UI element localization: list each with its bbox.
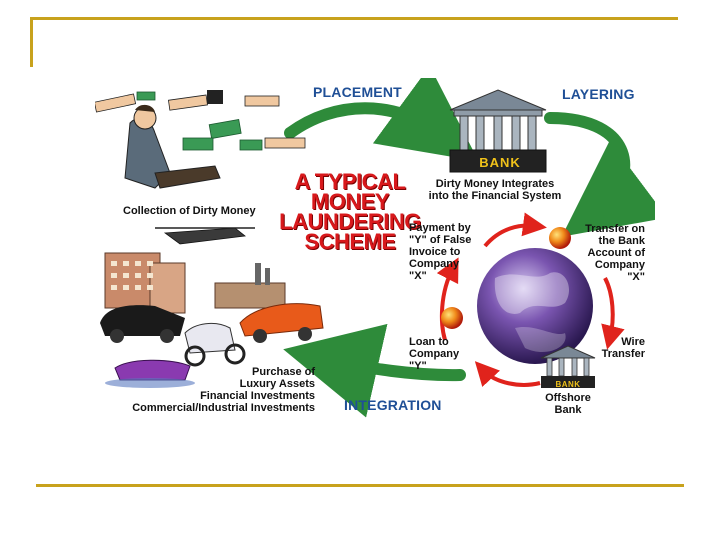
money-laundering-diagram: PLACEMENT LAYERING INTEGRATION BANK BANK… (95, 78, 655, 418)
diagram-title: A TYPICAL MONEY LAUNDERING SCHEME (275, 169, 425, 254)
label-wire: Wire Transfer (595, 336, 645, 360)
diagram-artwork (95, 78, 655, 418)
label-payment-line: Company (409, 258, 460, 270)
title-line: MONEY (310, 189, 390, 214)
label-purchase-line: Commercial/Industrial Investments (132, 402, 315, 414)
label-integrates: Dirty Money Integrates into the Financia… (420, 178, 570, 202)
label-offshore-line: Bank (554, 404, 582, 416)
transfer-marker (549, 227, 571, 249)
label-loan-line: Loan to (409, 336, 449, 348)
label-transfer-line: Company (594, 259, 645, 271)
label-payment-line: Invoice to (409, 246, 461, 258)
bank-sign: BANK (479, 155, 521, 170)
slide-bottom-rule (36, 484, 684, 487)
label-integrates-line: Dirty Money Integrates (435, 178, 555, 190)
offshore-bank-sign: BANK (555, 380, 581, 389)
label-loan-line: "Y" (409, 360, 427, 372)
label-loan-line: Company (409, 348, 460, 360)
slide-top-rule (30, 17, 678, 20)
label-wire-line: Wire (621, 336, 645, 348)
label-payment-line: "Y" of False (409, 234, 472, 246)
label-payment-line: "X" (409, 270, 427, 282)
integration-arrow (283, 323, 466, 418)
label-collection: Collection of Dirty Money (123, 205, 256, 217)
label-purchase-line: Financial Investments (200, 390, 315, 402)
bank-building (449, 89, 547, 173)
label-transfer: Transfer on the Bank Account of Company … (565, 223, 645, 283)
title-line: A TYPICAL (294, 169, 406, 194)
label-integrates-line: into the Financial System (428, 190, 562, 202)
label-payment-line: Payment by (409, 222, 471, 234)
offshore-bank-building (540, 345, 596, 388)
stage-integration: INTEGRATION (344, 397, 442, 413)
loan-marker (441, 307, 463, 329)
luxury-assets-illustration (100, 227, 324, 388)
title-line: SCHEME (304, 229, 396, 254)
label-loan: Loan to Company "Y" (409, 336, 459, 372)
placement-arrow (284, 78, 479, 162)
label-offshore-line: Offshore (545, 392, 591, 404)
globe (477, 248, 593, 364)
label-transfer-line: Transfer on (585, 223, 645, 235)
cycle-arrows (436, 212, 625, 387)
label-transfer-line: the Bank (598, 235, 645, 247)
label-transfer-line: "X" (627, 271, 645, 283)
label-purchase-line: Luxury Assets (239, 378, 315, 390)
label-wire-line: Transfer (601, 348, 645, 360)
collection-illustration (95, 90, 306, 189)
layering-arrow (544, 112, 655, 237)
stage-placement: PLACEMENT (313, 84, 402, 100)
label-purchase: Purchase of Luxury Assets Financial Inve… (115, 366, 315, 414)
label-transfer-line: Account of (587, 247, 645, 259)
stage-layering: LAYERING (562, 86, 635, 102)
label-offshore: Offshore Bank (538, 392, 598, 416)
slide-left-rule (30, 17, 33, 67)
title-line: LAUNDERING (279, 209, 421, 234)
label-payment: Payment by "Y" of False Invoice to Compa… (409, 222, 471, 282)
label-purchase-line: Purchase of (252, 366, 315, 378)
